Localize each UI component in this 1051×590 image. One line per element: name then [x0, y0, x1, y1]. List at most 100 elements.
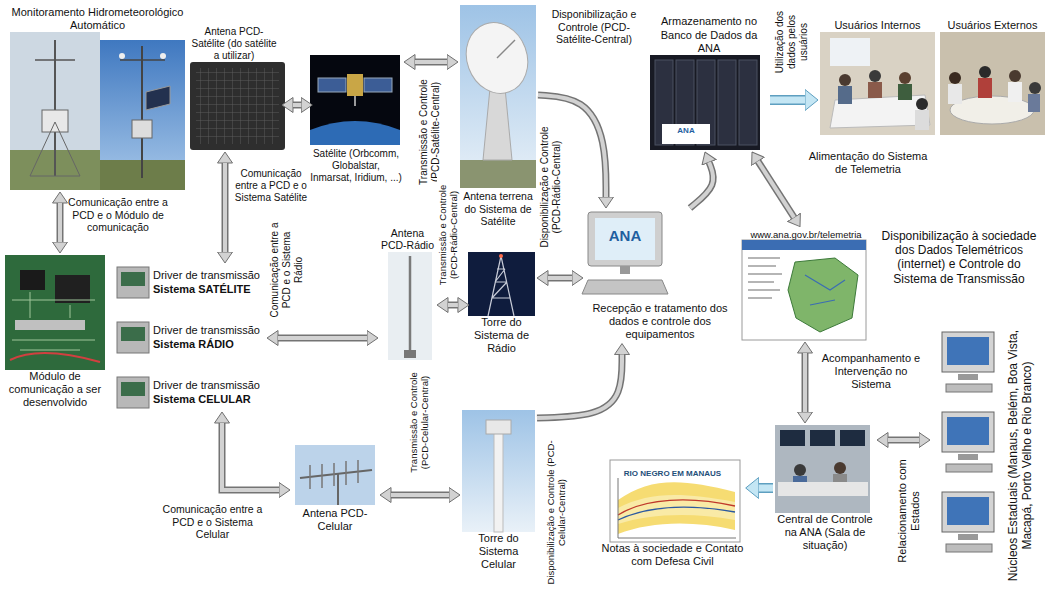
- computer-photo: [620, 266, 630, 274]
- picture-node: RIO NEGRO EM MANAUSNotas à sociedade e C…: [600, 460, 745, 568]
- circuit-board-photo: [20, 270, 45, 290]
- connector-outline: [278, 335, 367, 342]
- connector-label: Comunicação entre a PCD e o Módulo de co…: [68, 196, 168, 234]
- connector-label: Comunicação entre a PCD e o Sistema Saté…: [232, 168, 310, 204]
- connector-arrow: [690, 162, 713, 208]
- connector-label: Transmissão e Controle (PCD-Satélite-Cen…: [418, 72, 442, 192]
- antenna-panel-photo: [190, 62, 285, 150]
- circuit-board-photo: [15, 320, 85, 330]
- users-photo: [940, 32, 1045, 135]
- control-room-photo: [775, 425, 870, 513]
- workstation-icon: [942, 332, 994, 552]
- website-screenshot: [742, 240, 866, 340]
- picture-node: www.ana.gov.br/telemetriaDisponibilizaçã…: [742, 229, 870, 340]
- connector-arrow: [548, 278, 572, 279]
- users-photo: [1009, 70, 1021, 82]
- workstation-icon: [947, 337, 989, 365]
- driver-chip-photo: [121, 272, 145, 286]
- node-caption: Notas à sociedade e Contato com Defesa C…: [600, 542, 745, 568]
- station-photo: [100, 40, 185, 190]
- node-caption: Armazenamento no Banco de Dados da ANA: [650, 15, 768, 55]
- station-photo: [141, 46, 143, 178]
- yagi-antenna-photo: [337, 474, 339, 505]
- station-photo: [119, 53, 125, 59]
- computer-photo: [582, 212, 668, 294]
- satellite-photo: [347, 74, 363, 96]
- connector-arrow: [759, 488, 773, 489]
- station-photo: [160, 53, 166, 59]
- chart-image: [618, 478, 736, 538]
- picture-node: Antena PCD-Rádio: [380, 227, 435, 360]
- connector-arrow: [770, 100, 805, 101]
- whip-antenna-photo: [388, 252, 432, 360]
- connector-arrow: [225, 163, 226, 252]
- node-caption: Driver de transmissão: [153, 379, 265, 392]
- users-photo: [940, 32, 1045, 135]
- circuit-board-photo: [55, 275, 90, 303]
- connector-outline: [222, 163, 229, 252]
- picture-node: Driver de transmissãoSistema RÁDIO: [115, 320, 265, 355]
- users-photo: [839, 74, 851, 86]
- connector-arrow: [391, 495, 449, 496]
- computer-photo: [595, 218, 655, 260]
- antenna-panel-photo: [196, 68, 279, 144]
- users-photo: [899, 72, 911, 84]
- satellite-photo: [318, 78, 346, 92]
- picture-node: Torre do Sistema de Rádio: [468, 252, 535, 356]
- connector-label: Relacionamento com Estados: [896, 450, 922, 572]
- chart-image: [618, 482, 735, 534]
- connector-arrow: [60, 203, 61, 242]
- satellite-photo: [310, 121, 400, 145]
- station-photo: [120, 59, 165, 61]
- driver-chip-photo: [121, 327, 145, 341]
- connector-outline: [448, 302, 458, 309]
- connector-fill: [690, 162, 713, 208]
- connector-fill: [58, 203, 62, 242]
- connector-fill: [803, 353, 807, 412]
- control-room-photo: [775, 425, 870, 513]
- connector-arrow: [537, 355, 622, 418]
- users-photo: [830, 38, 870, 66]
- radio-tower-photo: [499, 254, 503, 258]
- connector-outline: [690, 162, 713, 208]
- control-room-photo: [840, 430, 865, 446]
- node-caption: Driver de transmissão: [153, 269, 265, 282]
- users-photo: [949, 72, 961, 84]
- picture-node: Central de Controle na ANA (Sala de situ…: [775, 425, 875, 553]
- connector-fill: [537, 355, 622, 418]
- chart-image: [610, 460, 740, 542]
- connector-fill: [222, 423, 279, 490]
- yagi-antenna-photo: [300, 470, 372, 478]
- chart-image: [618, 507, 735, 520]
- node-caption: Recepção e tratamento dos dados e contro…: [585, 302, 735, 342]
- server-photo: [650, 55, 760, 150]
- connector-label: Comunicação entre a PCD e o Sistema Rádi…: [269, 222, 305, 318]
- computer-photo: [588, 212, 662, 266]
- picture-node: Driver de transmissãoSistema SATÉLITE: [115, 265, 265, 300]
- connector-arrow: [278, 338, 367, 339]
- satellite-photo: [354, 96, 356, 106]
- connector-arrow: [758, 161, 794, 217]
- control-room-photo: [794, 464, 806, 476]
- website-screenshot: [805, 275, 845, 305]
- cell-tower-photo: [494, 428, 503, 532]
- website-screenshot: [748, 258, 782, 298]
- server-photo: [739, 60, 757, 145]
- control-room-photo: [780, 430, 805, 446]
- connector-label: Disponibilização e Controle (PCD-Satélit…: [543, 8, 645, 46]
- connector-fill: [448, 303, 458, 307]
- circuit-board-photo: [5, 255, 105, 370]
- workstation-icon: [947, 497, 989, 525]
- station-photo: [10, 32, 100, 190]
- picture-node: Usuários Externos: [940, 19, 1045, 135]
- radio-tower-photo: [468, 252, 535, 316]
- connector-label: Alimentação do Sistema de Telemetria: [808, 150, 928, 176]
- users-photo: [1029, 82, 1041, 94]
- driver-chip-photo: [117, 377, 149, 408]
- chart-image: [610, 460, 740, 542]
- driver-chip-photo: [117, 267, 149, 298]
- workstation-icon: [946, 544, 992, 552]
- logo-text: ANA: [664, 127, 708, 136]
- connector-arrow: [888, 440, 919, 441]
